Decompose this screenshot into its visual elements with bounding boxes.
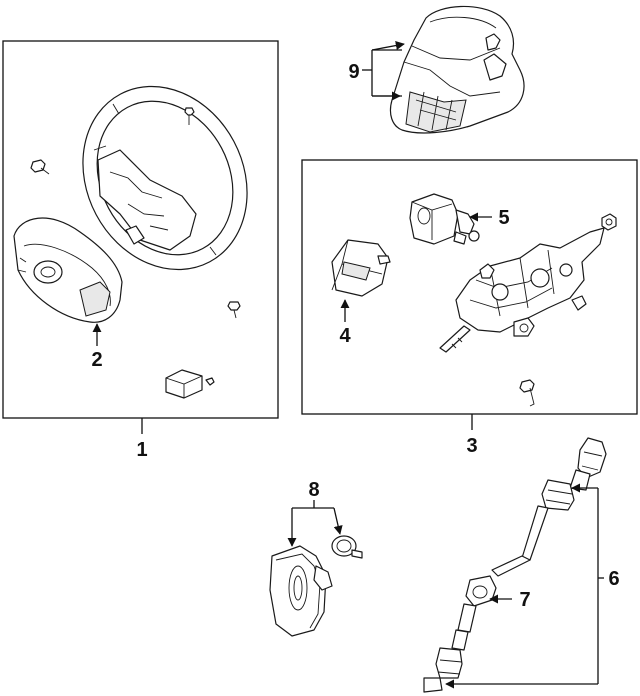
- steering-wheel: [82, 85, 248, 271]
- callout-7: 7: [519, 589, 530, 611]
- turn-signal-switch-module: [331, 239, 391, 297]
- callout-3: 3: [466, 435, 477, 457]
- steering-column-assembly: [439, 227, 605, 353]
- column-cover: [389, 5, 525, 134]
- column-nut: [601, 213, 617, 231]
- callout-9: 9: [348, 61, 359, 83]
- steering-column-group-box: [301, 159, 638, 415]
- steering-wheel-lower-cover: [13, 217, 123, 323]
- callout-2: 2: [91, 349, 102, 371]
- column-bolt: [519, 379, 535, 407]
- callout-5: 5: [498, 207, 509, 229]
- callout-9-leader-top: [371, 41, 405, 51]
- intermediate-shaft-joint: [423, 575, 497, 693]
- boot-clamp: [331, 535, 363, 559]
- steering-wheel-group-box: [2, 40, 279, 419]
- ignition-lock-cylinder: [409, 193, 480, 245]
- wheel-screw-left: [30, 159, 50, 175]
- wheel-screw-right: [227, 301, 241, 319]
- callout-4: 4: [339, 325, 351, 347]
- wheel-switch: [165, 369, 215, 399]
- callout-6: 6: [608, 568, 619, 590]
- callout-1: 1: [136, 439, 147, 461]
- wheel-screw-top: [184, 107, 195, 125]
- column-boot: [269, 545, 333, 637]
- intermediate-shaft: [491, 437, 607, 577]
- callout-8-leader-right: [333, 507, 343, 535]
- callout-8: 8: [308, 479, 319, 501]
